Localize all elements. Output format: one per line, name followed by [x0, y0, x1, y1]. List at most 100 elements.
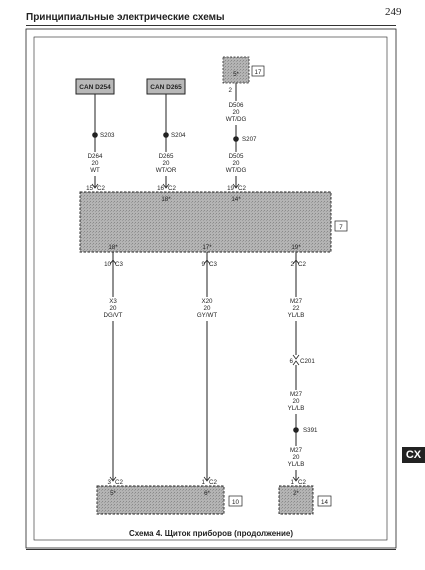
svg-text:C3: C3 — [209, 261, 217, 268]
svg-text:20: 20 — [233, 160, 240, 167]
svg-text:1: 1 — [291, 479, 295, 486]
x3-label: X3 20 DG/VT — [100, 297, 126, 321]
svg-text:16: 16 — [157, 185, 164, 192]
bottom-connector-pins: 10 C3 9 C3 2 C2 — [104, 261, 306, 268]
svg-text:2*: 2* — [293, 490, 299, 497]
svg-text:M27: M27 — [290, 391, 303, 398]
lower-pin-chevrons — [109, 476, 300, 482]
svg-text:20: 20 — [163, 160, 170, 167]
svg-text:C201: C201 — [300, 358, 315, 365]
inner-frame — [33, 36, 388, 541]
svg-text:C2: C2 — [298, 261, 306, 268]
svg-text:1: 1 — [202, 479, 206, 486]
svg-text:20: 20 — [233, 109, 240, 116]
svg-text:6*: 6* — [204, 490, 210, 497]
can-d254-label: CAN D254 — [79, 84, 111, 91]
module-pin-ref-top-right: 14* — [231, 196, 241, 203]
module-10: 5* 6* 10 — [96, 485, 243, 515]
svg-text:X3: X3 — [109, 298, 117, 305]
header-divider — [26, 25, 396, 26]
can-d265-reference: CAN D265 — [146, 78, 186, 95]
page-number: 249 — [385, 6, 402, 18]
svg-text:20: 20 — [293, 454, 300, 461]
svg-text:5*: 5* — [110, 490, 116, 497]
svg-text:C2: C2 — [168, 185, 176, 192]
svg-text:6: 6 — [290, 358, 294, 365]
module-pin-ref-top: 18* — [161, 196, 171, 203]
svg-text:20: 20 — [204, 305, 211, 312]
component-17-inner: 5* — [233, 71, 239, 78]
svg-text:YL/LB: YL/LB — [288, 312, 305, 319]
inline-connector-c201: 6 C201 — [290, 354, 315, 366]
module-14-ref: 14 — [321, 499, 328, 506]
module-pin-ref-bottom-left: 18* — [108, 244, 118, 251]
footer-divider — [26, 549, 396, 550]
module-7-ref: 7 — [339, 224, 343, 231]
can-d254-reference: CAN D254 — [75, 78, 115, 95]
svg-text:WT: WT — [90, 167, 100, 174]
splices-top — [92, 132, 239, 142]
d264-label: D264 20 WT — [82, 152, 108, 176]
svg-text:15: 15 — [86, 185, 93, 192]
lower-connector-pins: 3 C2 1 C2 1 C2 — [108, 479, 307, 486]
splice-s203 — [92, 132, 98, 138]
m27-22-label: M27 22 YL/LB — [283, 297, 309, 321]
svg-text:DG/VT: DG/VT — [104, 312, 123, 319]
svg-text:20: 20 — [92, 160, 99, 167]
m27-mid-label: M27 20 YL/LB — [283, 390, 309, 414]
svg-text:C2: C2 — [115, 479, 123, 486]
svg-text:D506: D506 — [229, 102, 244, 109]
m27-low-label: M27 20 YL/LB — [283, 446, 309, 470]
svg-text:3: 3 — [108, 479, 112, 486]
svg-text:19: 19 — [227, 185, 234, 192]
component-17-pin: 2 — [229, 87, 233, 94]
svg-text:WT/DG: WT/DG — [226, 167, 247, 174]
svg-text:YL/LB: YL/LB — [288, 461, 305, 468]
svg-text:22: 22 — [293, 305, 300, 312]
svg-text:C2: C2 — [209, 479, 217, 486]
svg-text:9: 9 — [202, 261, 206, 268]
outer-frame — [25, 28, 397, 549]
module-14: 2* 14 — [278, 485, 332, 515]
section-tab: CX — [402, 447, 425, 463]
svg-text:20: 20 — [110, 305, 117, 312]
svg-text:D265: D265 — [159, 153, 174, 160]
svg-text:GY/WT: GY/WT — [197, 312, 217, 319]
wires-bottom — [112, 252, 297, 480]
svg-text:WT/OR: WT/OR — [156, 167, 177, 174]
splice-s207-label: S207 — [242, 136, 257, 143]
svg-text:D264: D264 — [88, 153, 103, 160]
x20-label: X20 20 GY/WT — [194, 297, 220, 321]
svg-text:2: 2 — [291, 261, 295, 268]
svg-text:10: 10 — [104, 261, 111, 268]
component-17: 5* 17 2 — [222, 56, 265, 94]
top-connector-pins: 15 C2 16 C2 19 C2 — [86, 185, 246, 192]
splice-s207 — [233, 136, 239, 142]
svg-text:YL/LB: YL/LB — [288, 405, 305, 412]
splice-s391 — [293, 427, 299, 433]
d265-label: D265 20 WT/OR — [152, 152, 180, 176]
svg-text:C3: C3 — [115, 261, 123, 268]
svg-text:WT/DG: WT/DG — [226, 116, 247, 123]
svg-text:20: 20 — [293, 398, 300, 405]
page-title: Принципиальные электрические схемы — [26, 12, 225, 23]
svg-text:X20: X20 — [201, 298, 213, 305]
splice-s204 — [163, 132, 169, 138]
svg-text:M27: M27 — [290, 298, 303, 305]
svg-text:C2: C2 — [97, 185, 105, 192]
d506-label: D506 20 WT/DG — [226, 101, 247, 125]
svg-text:D505: D505 — [229, 153, 244, 160]
top-pin-chevrons — [91, 183, 240, 189]
module-pin-ref-bottom-right: 19* — [291, 244, 301, 251]
svg-text:M27: M27 — [290, 447, 303, 454]
splice-s204-label: S204 — [171, 132, 186, 139]
can-d265-label: CAN D265 — [150, 84, 182, 91]
main-module-7: 18* 14* 18* 17* 19* 7 — [79, 191, 348, 253]
diagram-caption: Схема 4. Щиток приборов (продолжение) — [129, 529, 293, 538]
svg-text:C2: C2 — [238, 185, 246, 192]
module-pin-ref-bottom-mid: 17* — [202, 244, 212, 251]
module-10-ref: 10 — [232, 499, 239, 506]
component-17-ref: 17 — [255, 69, 262, 76]
splice-s203-label: S203 — [100, 132, 115, 139]
